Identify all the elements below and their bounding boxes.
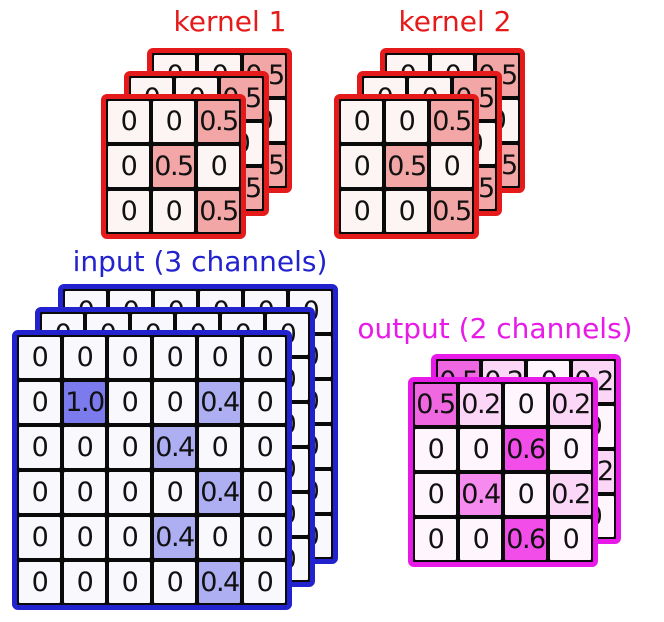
matrix-cell: 0: [550, 519, 591, 560]
matrix-cell: 0: [199, 517, 240, 558]
matrix-cell: 0.2: [550, 474, 591, 515]
matrix-cell: 0: [154, 562, 195, 603]
matrix-cell: 0: [109, 337, 150, 378]
matrix-cell: 0: [64, 427, 105, 468]
matrix-cell: 0: [19, 337, 60, 378]
input-title: input (3 channels): [72, 245, 328, 278]
matrix-cell: 0.6: [505, 519, 546, 560]
matrix-cell: 0: [199, 337, 240, 378]
matrix-cell: 0.2: [460, 384, 501, 425]
matrix-cell: 0: [431, 146, 472, 187]
matrix-cell: 0: [199, 427, 240, 468]
matrix-cell: 0: [109, 517, 150, 558]
matrix-cell: 0: [244, 382, 285, 423]
matrix-cell: 0: [415, 429, 456, 470]
matrix-cell: 0.5: [431, 191, 472, 232]
matrix-cell: 0: [19, 562, 60, 603]
matrix-cell: 0: [415, 519, 456, 560]
matrix-cell: 0: [64, 337, 105, 378]
matrix-cell: 0: [19, 427, 60, 468]
matrix-cell: 0.5: [386, 146, 427, 187]
matrix-cell: 0: [505, 384, 546, 425]
matrix-cell: 0: [460, 519, 501, 560]
kernel1-title: kernel 1: [173, 5, 287, 38]
matrix-cell: 0.2: [550, 384, 591, 425]
matrix-cell: 0: [19, 472, 60, 513]
matrix-cell: 0: [19, 517, 60, 558]
matrix-cell: 0.5: [198, 191, 239, 232]
matrix-cell: 0: [460, 429, 501, 470]
matrix-cell: 0.4: [154, 427, 195, 468]
matrix-cell: 0: [108, 191, 149, 232]
matrix-cell: 0: [153, 101, 194, 142]
matrix-cell: 0: [108, 101, 149, 142]
matrix-cell: 0.4: [199, 382, 240, 423]
matrix-cell: 0.5: [415, 384, 456, 425]
matrix-cell: 0: [64, 517, 105, 558]
matrix-cell: 0.4: [199, 472, 240, 513]
matrix-cell: 0: [109, 562, 150, 603]
matrix-cell: 0: [153, 191, 194, 232]
matrix-cell: 0: [386, 101, 427, 142]
matrix-cell: 0: [198, 146, 239, 187]
matrix-cell: 0: [505, 474, 546, 515]
matrix-cell: 0: [341, 191, 382, 232]
matrix-cell: 0: [109, 382, 150, 423]
matrix-cell: 0: [64, 562, 105, 603]
matrix-cell: 0: [154, 337, 195, 378]
output-title: output (2 channels): [357, 312, 633, 345]
matrix-cell: 0.6: [505, 429, 546, 470]
matrix-cell: 0.5: [431, 101, 472, 142]
matrix-cell: 0: [19, 382, 60, 423]
matrix-cell: 0.4: [460, 474, 501, 515]
matrix-cell: 0: [109, 427, 150, 468]
matrix-cell: 0: [386, 191, 427, 232]
matrix-cell: 0: [154, 472, 195, 513]
matrix-cell: 0: [108, 146, 149, 187]
kernel2-title: kernel 2: [398, 5, 512, 38]
matrix-cell: 0: [341, 146, 382, 187]
matrix-cell: 0: [244, 472, 285, 513]
matrix-cell: 0: [154, 382, 195, 423]
matrix-cell: 0.4: [199, 562, 240, 603]
matrix-cell: 0: [341, 101, 382, 142]
matrix-cell: 0.4: [154, 517, 195, 558]
matrix-cell: 0: [109, 472, 150, 513]
matrix-cell: 0.5: [153, 146, 194, 187]
matrix-cell: 0: [244, 562, 285, 603]
matrix-cell: 0: [244, 427, 285, 468]
matrix-cell: 0: [415, 474, 456, 515]
matrix-cell: 0.5: [198, 101, 239, 142]
matrix-cell: 0: [244, 517, 285, 558]
matrix-cell: 1.0: [64, 382, 105, 423]
matrix-cell: 0: [64, 472, 105, 513]
matrix-cell: 0: [244, 337, 285, 378]
matrix-cell: 0: [550, 429, 591, 470]
